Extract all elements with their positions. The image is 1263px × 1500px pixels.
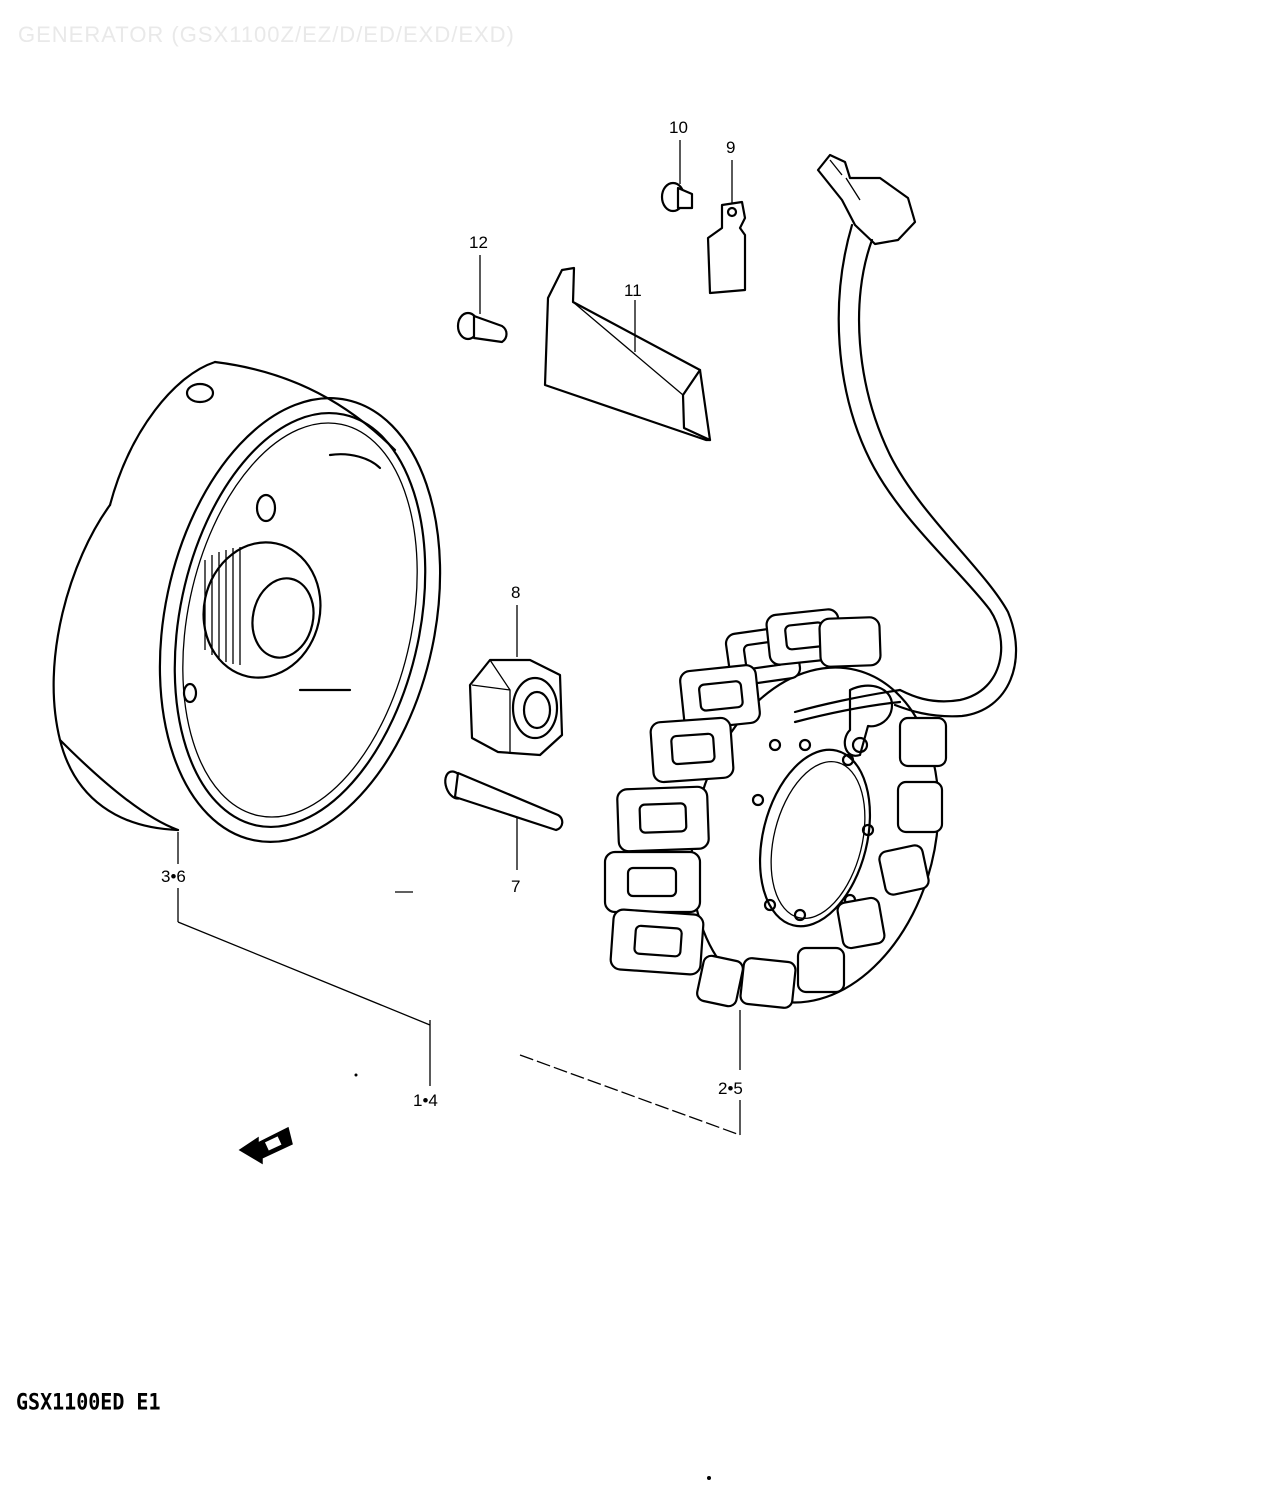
callout-8: 8	[511, 583, 520, 602]
callout-12: 12	[469, 233, 488, 252]
callout-10: 10	[669, 118, 688, 137]
callout-3-6: 3•6	[161, 867, 186, 886]
plate-9	[706, 200, 747, 295]
front-direction-arrow-icon	[238, 1126, 293, 1165]
callout-1-4: 1•4	[413, 1091, 438, 1110]
model-code: GSX1100ED E1	[16, 1388, 161, 1416]
callout-7: 7	[511, 877, 520, 896]
wire-clamp-plate	[543, 266, 712, 442]
nut-8	[468, 658, 564, 757]
bolt-7	[444, 770, 564, 832]
screw-12	[456, 311, 508, 344]
lead-wire	[816, 153, 1018, 718]
diagram-title: GENERATOR (GSX1100Z/EZ/D/ED/EXD/EXD)	[18, 22, 515, 47]
callout-11: 11	[624, 281, 642, 300]
callout-9: 9	[726, 138, 735, 157]
callout-2-5: 2•5	[718, 1079, 743, 1098]
screw-10	[660, 181, 694, 213]
leader-lines	[177, 140, 741, 1136]
rotor-flywheel	[52, 360, 442, 843]
stator-coil	[603, 608, 948, 1009]
